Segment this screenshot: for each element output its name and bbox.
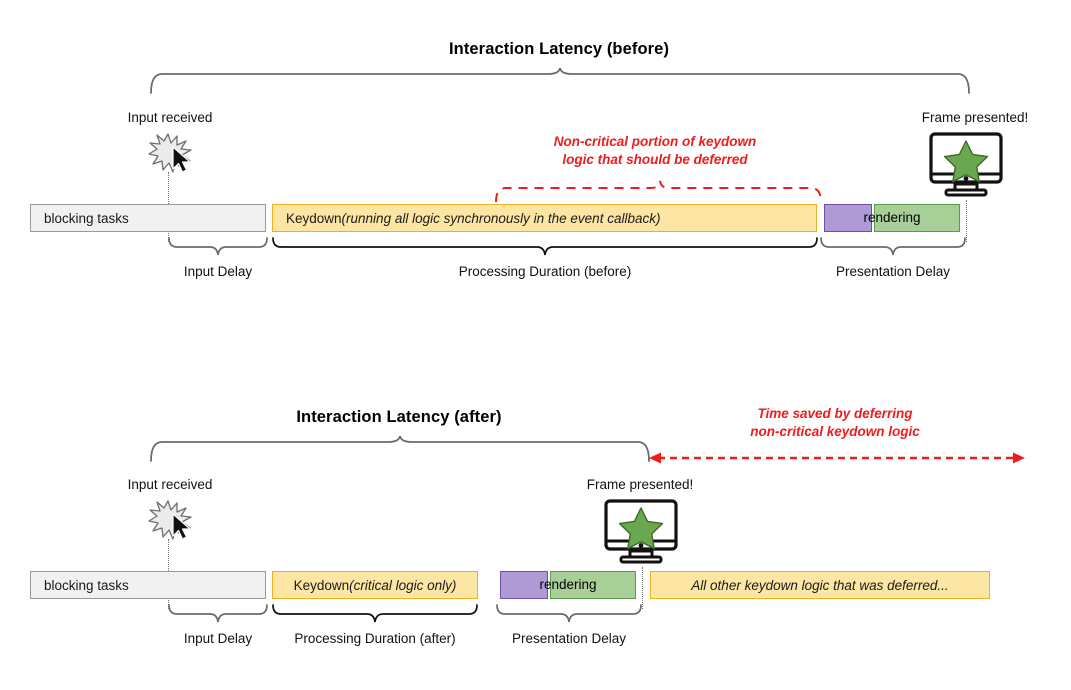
before-input-received-label: Input received bbox=[127, 110, 213, 125]
before-deferrable-brace bbox=[495, 180, 822, 203]
after-annotation-line1: Time saved by deferring bbox=[757, 406, 913, 421]
before-annotation-line2: logic that should be deferred bbox=[562, 151, 748, 167]
after-phase-presentation: Presentation Delay bbox=[511, 631, 627, 646]
after-annotation: Time saved by deferring non-critical key… bbox=[670, 405, 1000, 441]
after-bar-deferred: All other keydown logic that was deferre… bbox=[650, 571, 990, 599]
before-phase-processing: Processing Duration (before) bbox=[458, 264, 632, 279]
after-processing-brace bbox=[272, 604, 478, 623]
after-bar-presentation-green bbox=[550, 571, 636, 599]
after-bar-presentation-purple bbox=[500, 571, 548, 599]
star-icon bbox=[618, 507, 664, 550]
before-processing-brace bbox=[272, 237, 818, 256]
cursor-icon bbox=[172, 146, 191, 173]
after-bar-blocking-tasks: blocking tasks bbox=[30, 571, 266, 599]
after-bar-keydown-sublabel: (critical logic only) bbox=[349, 577, 457, 593]
before-input-delay-brace bbox=[168, 237, 268, 256]
star-icon bbox=[943, 140, 989, 183]
after-bar-blocking-label: blocking tasks bbox=[44, 577, 129, 593]
after-phase-processing: Processing Duration (after) bbox=[294, 631, 456, 646]
before-phase-presentation: Presentation Delay bbox=[835, 264, 951, 279]
monitor-icon bbox=[604, 499, 678, 564]
before-bar-presentation-green bbox=[874, 204, 960, 232]
before-bar-blocking-label: blocking tasks bbox=[44, 210, 129, 226]
after-frame-guide bbox=[642, 567, 643, 609]
after-bar-keydown: Keydown (critical logic only) bbox=[272, 571, 478, 599]
double-arrow-icon bbox=[649, 452, 1025, 464]
after-rendering-label: rendering bbox=[539, 577, 597, 592]
after-phase-input-delay: Input Delay bbox=[183, 631, 253, 646]
after-presentation-brace bbox=[496, 604, 642, 623]
before-bar-keydown: Keydown (running all logic synchronously… bbox=[272, 204, 817, 232]
after-input-delay-brace bbox=[168, 604, 268, 623]
after-annotation-line2: non-critical keydown logic bbox=[750, 423, 920, 439]
before-presentation-brace bbox=[820, 237, 966, 256]
cursor-icon bbox=[172, 513, 191, 540]
before-latency-brace bbox=[150, 67, 970, 94]
before-bar-presentation-purple bbox=[824, 204, 872, 232]
before-bar-keydown-label: Keydown bbox=[286, 210, 342, 226]
after-section-title: Interaction Latency (after) bbox=[296, 408, 502, 426]
after-frame-presented-label: Frame presented! bbox=[586, 477, 694, 492]
before-annotation: Non-critical portion of keydown logic th… bbox=[490, 133, 820, 169]
before-section-title: Interaction Latency (before) bbox=[448, 40, 670, 58]
before-rendering-label: rendering bbox=[863, 210, 921, 225]
after-bar-deferred-label: All other keydown logic that was deferre… bbox=[691, 577, 949, 593]
before-frame-presented-label: Frame presented! bbox=[921, 110, 1029, 125]
before-bar-keydown-sublabel: (running all logic synchronously in the … bbox=[341, 210, 661, 226]
after-latency-brace bbox=[150, 435, 650, 462]
after-bar-keydown-label: Keydown bbox=[293, 577, 350, 593]
before-phase-input-delay: Input Delay bbox=[183, 264, 253, 279]
after-input-received-label: Input received bbox=[127, 477, 213, 492]
monitor-icon bbox=[929, 132, 1003, 197]
before-bar-blocking-tasks: blocking tasks bbox=[30, 204, 266, 232]
before-frame-guide bbox=[966, 200, 967, 242]
before-annotation-line1: Non-critical portion of keydown bbox=[553, 134, 757, 149]
